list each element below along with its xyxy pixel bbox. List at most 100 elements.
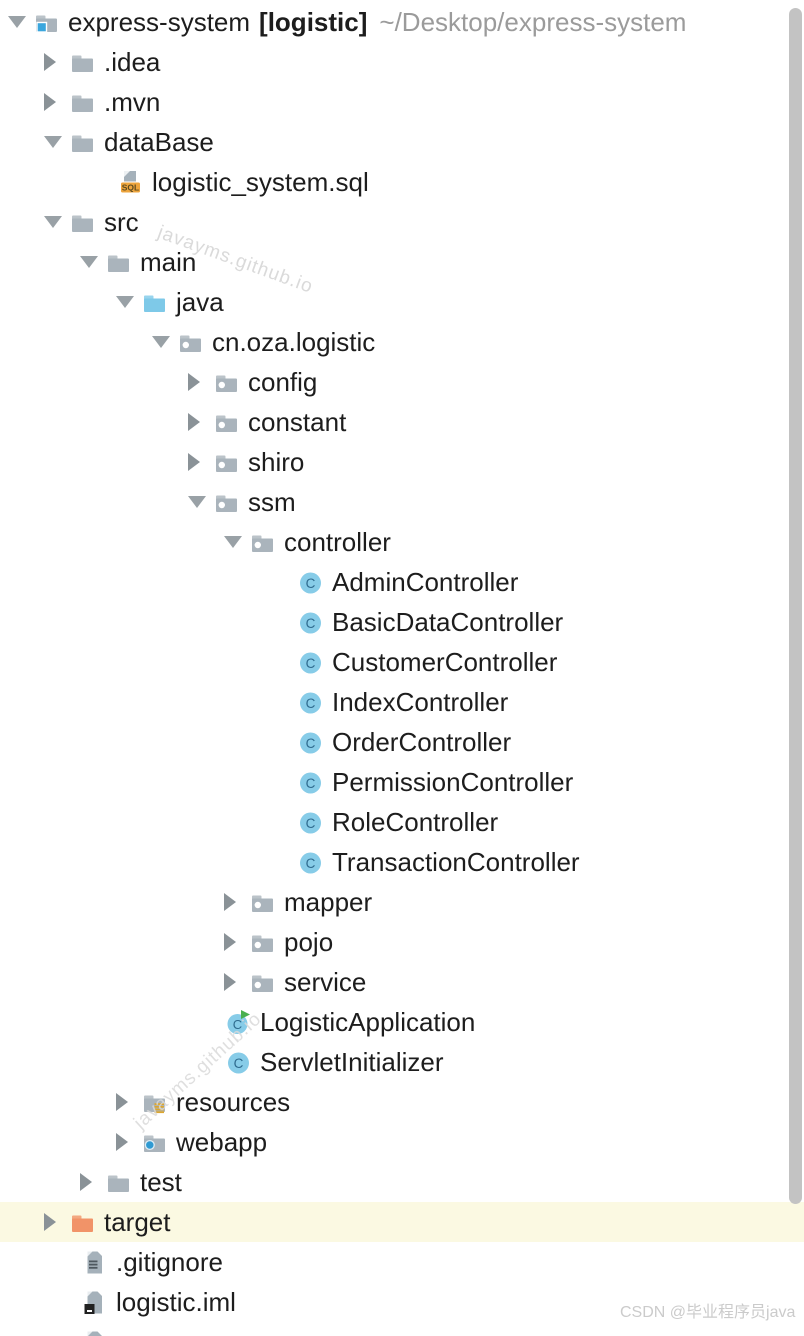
class-icon: C bbox=[226, 1050, 251, 1075]
expand-arrow-icon[interactable] bbox=[44, 82, 70, 122]
expand-arrow-icon[interactable] bbox=[224, 962, 250, 1002]
expand-arrow-icon[interactable] bbox=[116, 1082, 142, 1122]
tree-row-database[interactable]: dataBase bbox=[0, 122, 804, 162]
folder-icon bbox=[106, 1170, 131, 1195]
project-name: express-system bbox=[68, 7, 251, 37]
project-folder-icon bbox=[34, 10, 59, 35]
excluded-folder-icon bbox=[70, 1210, 95, 1235]
tree-row-constant[interactable]: constant bbox=[0, 402, 804, 442]
tree-row-webapp[interactable]: webapp bbox=[0, 1122, 804, 1162]
tree-item-label: ServletInitializer bbox=[260, 1047, 444, 1077]
tree-item-label: logistic.iml bbox=[116, 1287, 236, 1317]
tree-row-service[interactable]: service bbox=[0, 962, 804, 1002]
package-icon bbox=[250, 970, 275, 995]
tree-row-mapper[interactable]: mapper bbox=[0, 882, 804, 922]
collapse-arrow-icon[interactable] bbox=[152, 322, 178, 362]
expand-arrow-icon[interactable] bbox=[224, 882, 250, 922]
expand-arrow-icon[interactable] bbox=[44, 1202, 70, 1242]
expand-arrow-icon[interactable] bbox=[116, 1122, 142, 1162]
package-icon bbox=[214, 370, 239, 395]
sql-file-icon: SQL bbox=[118, 170, 143, 195]
tree-row-permissioncontroller[interactable]: C PermissionController bbox=[0, 762, 804, 802]
arrow-spacer bbox=[260, 842, 286, 882]
tree-row-express-system[interactable]: express-system[logistic]~/Desktop/expres… bbox=[0, 2, 804, 42]
tree-item-label: controller bbox=[284, 527, 391, 557]
class-icon: C bbox=[298, 650, 323, 675]
svg-text:C: C bbox=[233, 1016, 242, 1031]
package-icon bbox=[178, 330, 203, 355]
tree-item-label: pojo bbox=[284, 927, 334, 957]
tree-row-.idea[interactable]: .idea bbox=[0, 42, 804, 82]
arrow-spacer bbox=[260, 642, 286, 682]
tree-item-label: constant bbox=[248, 407, 347, 437]
tree-item-label: dataBase bbox=[104, 127, 214, 157]
tree-row-pojo[interactable]: pojo bbox=[0, 922, 804, 962]
collapse-arrow-icon[interactable] bbox=[8, 2, 34, 42]
class-icon: C bbox=[298, 850, 323, 875]
tree-row-config[interactable]: config bbox=[0, 362, 804, 402]
svg-text:SQL: SQL bbox=[122, 182, 139, 192]
tree-row-shiro[interactable]: shiro bbox=[0, 442, 804, 482]
tree-row-resources[interactable]: resources bbox=[0, 1082, 804, 1122]
tree-row-ssm[interactable]: ssm bbox=[0, 482, 804, 522]
collapse-arrow-icon[interactable] bbox=[224, 522, 250, 562]
tree-row-src[interactable]: src bbox=[0, 202, 804, 242]
package-icon bbox=[214, 490, 239, 515]
expand-arrow-icon[interactable] bbox=[188, 402, 214, 442]
tree-item-label: LogisticApplication bbox=[260, 1007, 476, 1037]
expand-arrow-icon[interactable] bbox=[224, 922, 250, 962]
expand-arrow-icon[interactable] bbox=[80, 1162, 106, 1202]
tree-item-label: shiro bbox=[248, 447, 305, 477]
collapse-arrow-icon[interactable] bbox=[116, 282, 142, 322]
tree-item-label: java bbox=[176, 287, 224, 317]
tree-row-servletinitializer[interactable]: C ServletInitializer bbox=[0, 1042, 804, 1082]
tree-row-java[interactable]: java bbox=[0, 282, 804, 322]
tree-row-test[interactable]: test bbox=[0, 1162, 804, 1202]
tree-item-label: TransactionController bbox=[332, 847, 580, 877]
tree-row-logisticapplication[interactable]: C LogisticApplication bbox=[0, 1002, 804, 1042]
package-icon bbox=[250, 530, 275, 555]
expand-arrow-icon[interactable] bbox=[188, 362, 214, 402]
class-icon: C bbox=[298, 770, 323, 795]
arrow-spacer bbox=[188, 1002, 214, 1042]
text-file-icon bbox=[82, 1250, 107, 1275]
svg-text:C: C bbox=[306, 616, 316, 631]
svg-text:C: C bbox=[234, 1056, 244, 1071]
tree-row-cn.oza.logistic[interactable]: cn.oza.logistic bbox=[0, 322, 804, 362]
class-icon: C bbox=[298, 570, 323, 595]
tree-item-label: config bbox=[248, 367, 318, 397]
tree-row-transactioncontroller[interactable]: C TransactionController bbox=[0, 842, 804, 882]
tree-row-controller[interactable]: controller bbox=[0, 522, 804, 562]
tree-item-label: .mvn bbox=[104, 87, 161, 117]
tree-row-.mvn[interactable]: .mvn bbox=[0, 82, 804, 122]
tree-item-label: webapp bbox=[176, 1127, 268, 1157]
tree-item-label: .gitignore bbox=[116, 1247, 223, 1277]
expand-arrow-icon[interactable] bbox=[44, 42, 70, 82]
tree-item-label: PermissionController bbox=[332, 767, 574, 797]
tree-row-partial[interactable] bbox=[0, 1322, 804, 1336]
tree-row-target[interactable]: target bbox=[0, 1202, 804, 1242]
expand-arrow-icon[interactable] bbox=[188, 442, 214, 482]
collapse-arrow-icon[interactable] bbox=[188, 482, 214, 522]
file-icon bbox=[82, 1330, 107, 1336]
collapse-arrow-icon[interactable] bbox=[44, 202, 70, 242]
tree-row-.gitignore[interactable]: .gitignore bbox=[0, 1242, 804, 1282]
scrollbar-thumb[interactable] bbox=[789, 8, 802, 1204]
folder-icon bbox=[70, 130, 95, 155]
collapse-arrow-icon[interactable] bbox=[44, 122, 70, 162]
tree-row-main[interactable]: main bbox=[0, 242, 804, 282]
tree-item-label: src bbox=[104, 207, 139, 237]
tree-item-label: OrderController bbox=[332, 727, 512, 757]
tree-item-label: service bbox=[284, 967, 367, 997]
collapse-arrow-icon[interactable] bbox=[80, 242, 106, 282]
class-icon: C bbox=[298, 610, 323, 635]
tree-row-logistic.iml[interactable]: logistic.iml bbox=[0, 1282, 804, 1322]
